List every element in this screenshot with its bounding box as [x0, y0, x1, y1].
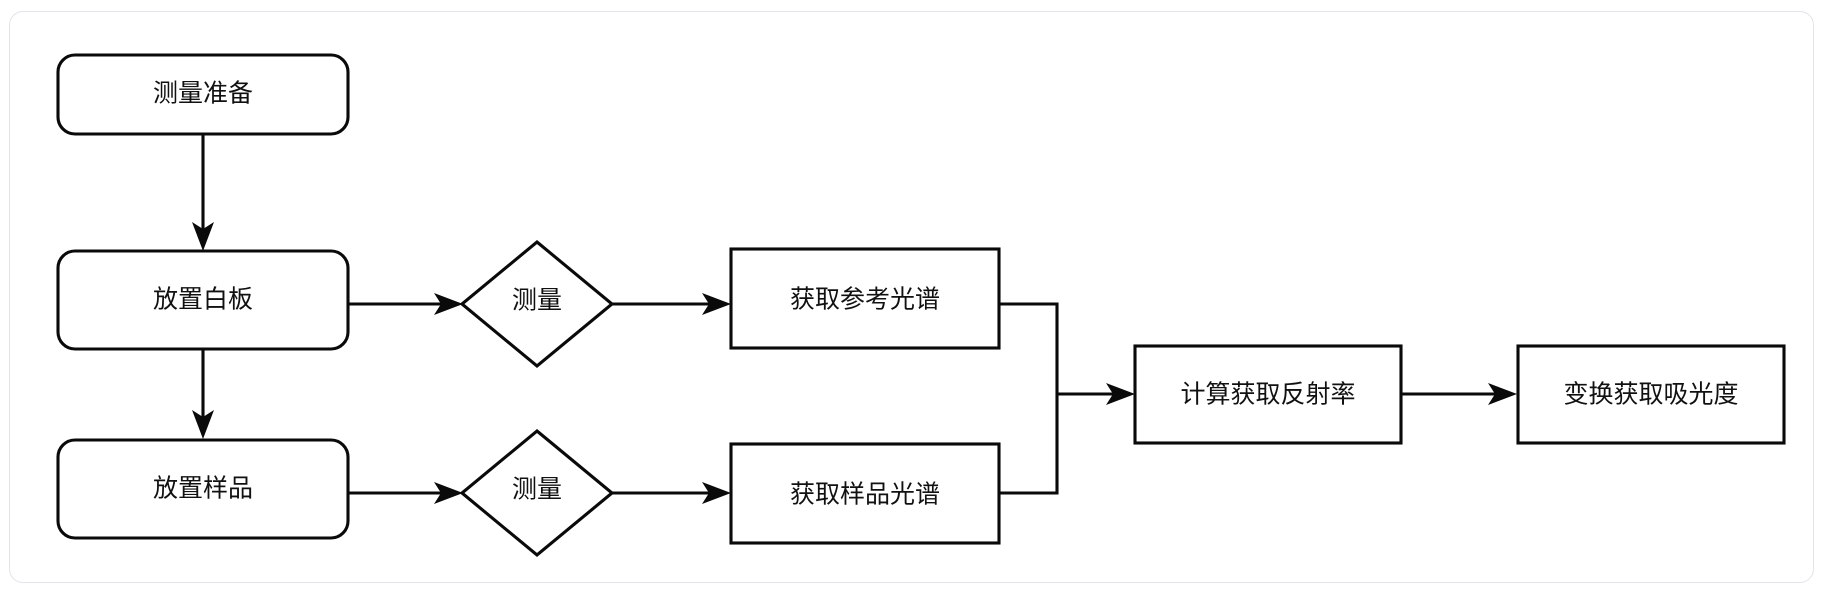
edge-refspec-to-reflect	[999, 302, 1059, 394]
node-white[interactable]: 放置白板	[56, 249, 350, 351]
node-absorb[interactable]: 变换获取吸光度	[1516, 344, 1786, 445]
edge-white-to-measure1	[348, 293, 463, 315]
node-prep[interactable]: 测量准备	[56, 53, 350, 136]
node-sample[interactable]: 放置样品	[56, 438, 350, 540]
edge-white-to-sample	[192, 349, 214, 439]
node-refspec[interactable]: 获取参考光谱	[729, 247, 1001, 350]
node-sample-shape[interactable]	[56, 438, 350, 540]
node-reflect-label: 计算获取反射率	[1180, 381, 1355, 409]
edge-merge-to-reflect	[1057, 383, 1135, 405]
node-absorb-shape[interactable]	[1516, 344, 1786, 445]
edge-measure1-to-refspec	[612, 293, 731, 315]
edge-reflect-to-absorb	[1401, 383, 1517, 405]
edge-measure2-to-sampspec	[612, 482, 731, 504]
node-measure2-shape[interactable]	[459, 428, 615, 558]
edge-sampspec-to-reflect	[999, 394, 1059, 495]
edge-prep-to-white	[192, 134, 214, 251]
node-prep-shape[interactable]	[56, 53, 350, 136]
node-measure2-label: 测量	[512, 476, 562, 504]
node-prep-label: 测量准备	[153, 80, 253, 108]
node-measure2[interactable]: 测量	[459, 428, 615, 558]
node-measure1-shape[interactable]	[459, 239, 615, 369]
node-sample-label: 放置样品	[153, 475, 253, 503]
node-refspec-label: 获取参考光谱	[790, 286, 940, 314]
node-measure1[interactable]: 测量	[459, 239, 615, 369]
node-white-label: 放置白板	[153, 286, 253, 314]
node-measure1-label: 测量	[512, 287, 562, 315]
node-white-shape[interactable]	[56, 249, 350, 351]
node-sampspec[interactable]: 获取样品光谱	[729, 442, 1001, 545]
node-reflect[interactable]: 计算获取反射率	[1133, 344, 1403, 445]
node-refspec-shape[interactable]	[729, 247, 1001, 350]
node-sampspec-shape[interactable]	[729, 442, 1001, 545]
node-reflect-shape[interactable]	[1133, 344, 1403, 445]
edge-sample-to-measure2	[348, 482, 463, 504]
node-absorb-label: 变换获取吸光度	[1563, 381, 1738, 409]
node-sampspec-label: 获取样品光谱	[790, 481, 940, 509]
